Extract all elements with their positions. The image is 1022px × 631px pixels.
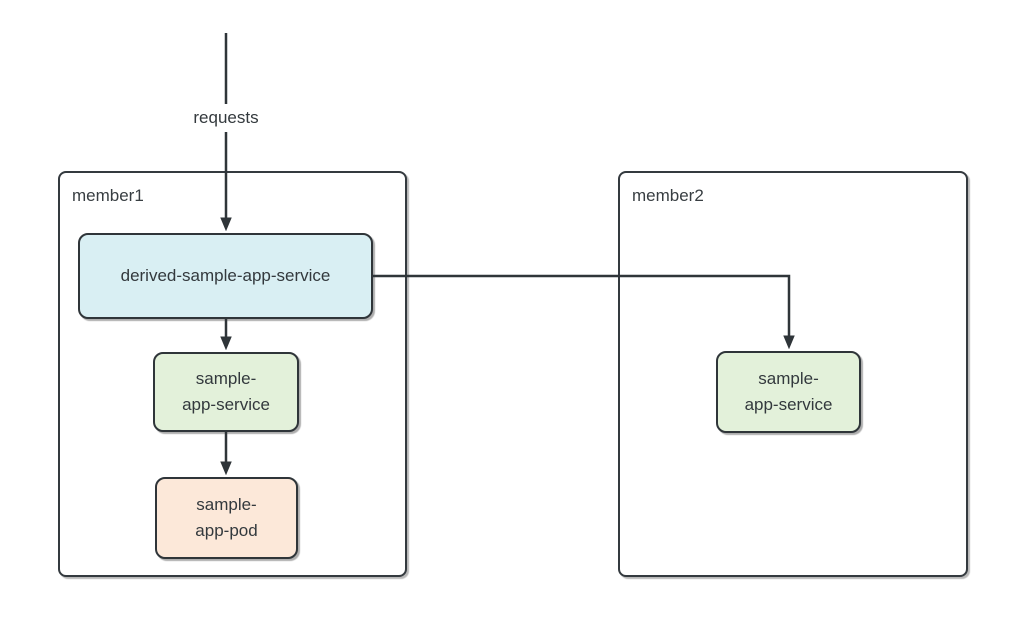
node-derived-sample-app-service: derived-sample-app-service <box>78 233 373 319</box>
node-sample-app-service-member1: sample- app-service <box>153 352 299 432</box>
node-sample-app-service-member2: sample- app-service <box>716 351 861 433</box>
container-member1-label: member1 <box>72 186 144 205</box>
container-member2: member2 <box>618 171 968 577</box>
edge-label-requests: requests <box>186 104 266 132</box>
container-member2-label: member2 <box>632 186 704 205</box>
node-sample-app-pod: sample- app-pod <box>155 477 298 559</box>
